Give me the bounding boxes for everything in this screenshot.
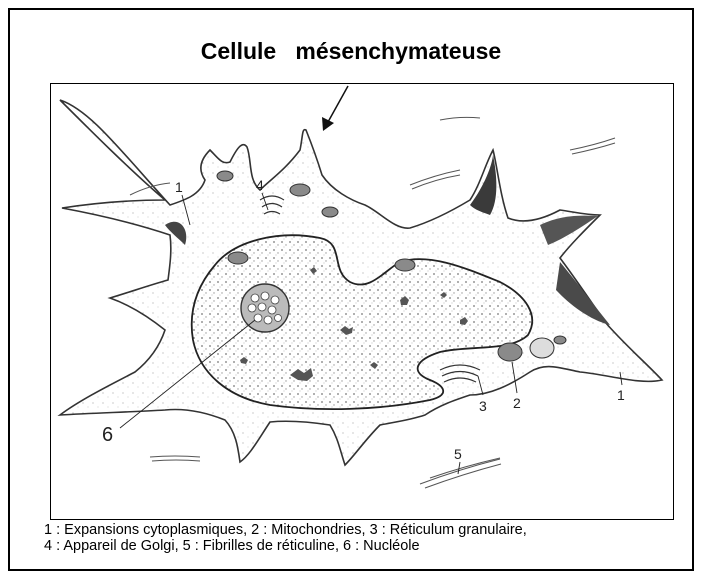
- label-6-nucleolus: 6: [102, 424, 113, 446]
- label-1-expansion-left: 1: [175, 179, 183, 195]
- pointer-arrow-head: [322, 117, 334, 131]
- legend-caption: 1 : Expansions cytoplasmiques, 2 : Mitoc…: [44, 522, 684, 554]
- legend-line-2: 4 : Appareil de Golgi, 5 : Fibrilles de …: [44, 538, 684, 554]
- label-4-golgi: 4: [256, 177, 264, 193]
- label-1-expansion-right: 1: [617, 387, 625, 403]
- legend-line-1: 1 : Expansions cytoplasmiques, 2 : Mitoc…: [44, 522, 684, 538]
- label-2-mitochondria: 2: [513, 395, 521, 411]
- vacuole: [530, 338, 554, 358]
- label-5-fibrils: 5: [454, 446, 462, 462]
- label-3-reticulum: 3: [479, 398, 487, 414]
- pointer-arrow-line: [328, 86, 348, 122]
- expansion-dark-2: [470, 155, 496, 215]
